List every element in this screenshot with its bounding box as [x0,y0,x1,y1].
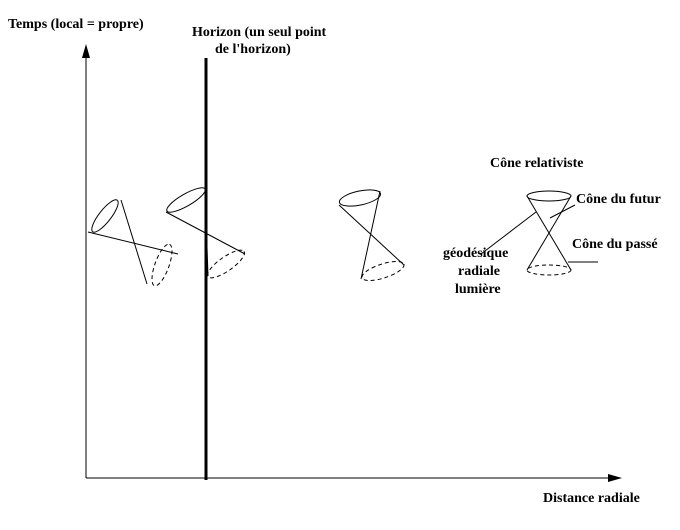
past-cone-ellipse [526,264,572,276]
geodesic-label-line1: géodésique [443,246,508,261]
light-cone-3-bottom-ellipse [361,260,405,282]
reference-cone [526,190,572,276]
geodesic-leader [480,211,537,255]
light-cone-1-generators [87,199,179,285]
light-cone-2-top-ellipse [166,187,206,213]
light-cone-3-generators [338,190,405,280]
y-axis-arrowhead [82,44,90,58]
future-cone-ellipse [526,190,572,202]
axes [82,44,622,482]
light-cone-2 [165,187,246,279]
horizon-label-line1: Horizon (un seul point [192,25,327,40]
light-cone-2-bottom-ellipse [207,249,245,279]
x-axis-arrowhead [608,474,622,482]
geodesic-label-line2: radiale [458,264,500,279]
light-cone-1-top-ellipse [91,199,119,233]
light-cone-3 [338,189,405,282]
callout-lines [480,204,598,263]
future-cone-leader [549,204,576,219]
x-axis-label: Distance radiale [543,491,640,506]
light-cone-3-top-ellipse [338,189,382,207]
light-cone-2-generators [165,187,246,277]
horizon-label-line2: de l'horizon) [215,42,291,57]
past-cone-label: Cône du passé [572,237,658,252]
reference-cone-title: Cône relativiste [490,156,583,171]
y-axis-label: Temps (local = propre) [8,17,144,32]
geodesic-label-line3: lumière [455,282,501,297]
future-cone-label: Cône du futur [576,192,661,207]
reference-cone-generators [526,195,572,271]
light-cone-1-bottom-ellipse [151,243,173,287]
light-cone-1 [87,199,179,287]
